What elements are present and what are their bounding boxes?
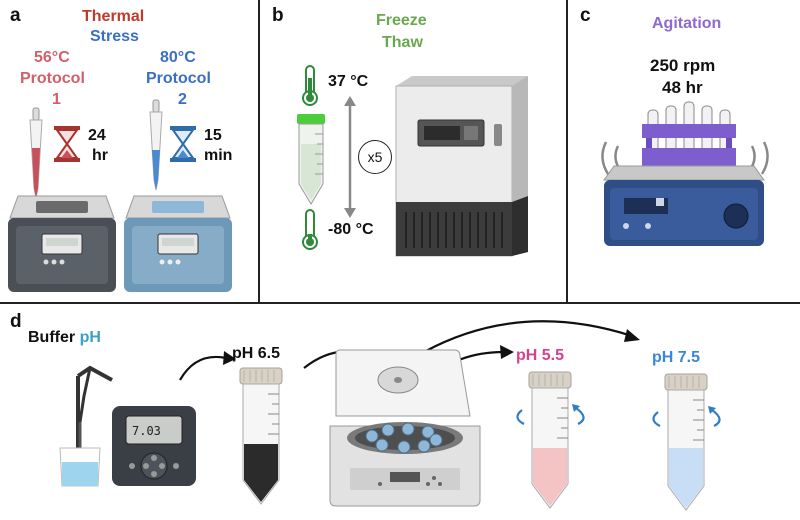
agitation-title: Agitation	[652, 15, 722, 32]
orbital-shaker-icon	[601, 101, 769, 246]
ph-start-label: pH 6.5	[232, 345, 281, 362]
thaw-title: Thaw	[382, 34, 423, 51]
ph-meter-display: 7.03	[132, 424, 161, 438]
temp-low-label: -80 °C	[328, 221, 374, 238]
cycle-count-label: x5	[367, 149, 383, 165]
agitation-speed: 250 rpm	[650, 56, 716, 75]
arrowhead-4	[624, 329, 640, 342]
freeze-title: Freeze	[376, 12, 427, 29]
protocol1-name: Protocol	[20, 70, 85, 87]
pipette-2-icon	[149, 99, 163, 191]
protocol1-temp: 56°C	[34, 49, 70, 66]
buffer-ph-title: Buffer pH	[28, 330, 101, 346]
tube-ph75-icon	[652, 373, 721, 511]
freezer-icon	[395, 76, 528, 257]
panel-c-letter: c	[580, 5, 591, 26]
tube-ph55-icon	[516, 371, 585, 509]
protocol2-name: Protocol	[146, 70, 211, 87]
protocol1-number: 1	[52, 91, 61, 108]
conical-tube-icon	[297, 114, 325, 205]
protocol2-time-unit: min	[204, 147, 233, 164]
ph-low-label: pH 5.5	[516, 347, 565, 364]
panel-a-letter: a	[10, 5, 21, 26]
protocol2-time-value: 15	[204, 127, 222, 144]
hourglass-blue-icon	[170, 126, 196, 162]
temperature-cycle-arrow-icon	[344, 96, 356, 218]
ph-meter-icon	[59, 365, 196, 487]
temp-high-label: 37 °C	[328, 73, 369, 90]
thermometer-warm-icon	[302, 65, 318, 106]
centrifuge-icon	[329, 349, 481, 507]
cycle-count-badge: x5	[358, 140, 392, 174]
heat-block-2-icon	[124, 195, 232, 292]
panel-d-letter: d	[10, 311, 22, 332]
thermal-title: Thermal	[82, 8, 145, 25]
protocol1-time-unit: hr	[92, 147, 108, 164]
protocol2-temp: 80°C	[160, 49, 196, 66]
panel-b-letter: b	[272, 5, 284, 26]
pipette-1-icon	[29, 107, 43, 199]
arrowhead-3	[500, 345, 514, 359]
divider-top-bottom	[0, 302, 800, 304]
hourglass-red-icon	[54, 126, 80, 162]
ph-high-label: pH 7.5	[652, 349, 701, 366]
buffer-ph-prefix: Buffer	[28, 329, 80, 346]
stress-title: Stress	[90, 28, 139, 45]
divider-b-c	[566, 0, 568, 302]
protocol2-number: 2	[178, 91, 187, 108]
protocol1-time-value: 24	[88, 127, 106, 144]
agitation-duration: 48 hr	[662, 78, 703, 97]
heat-block-1-icon	[8, 195, 116, 292]
buffer-ph-accent: pH	[79, 329, 101, 346]
divider-a-b	[258, 0, 260, 302]
tube-ph65-icon	[239, 367, 283, 505]
thermometer-cold-icon	[302, 209, 318, 250]
